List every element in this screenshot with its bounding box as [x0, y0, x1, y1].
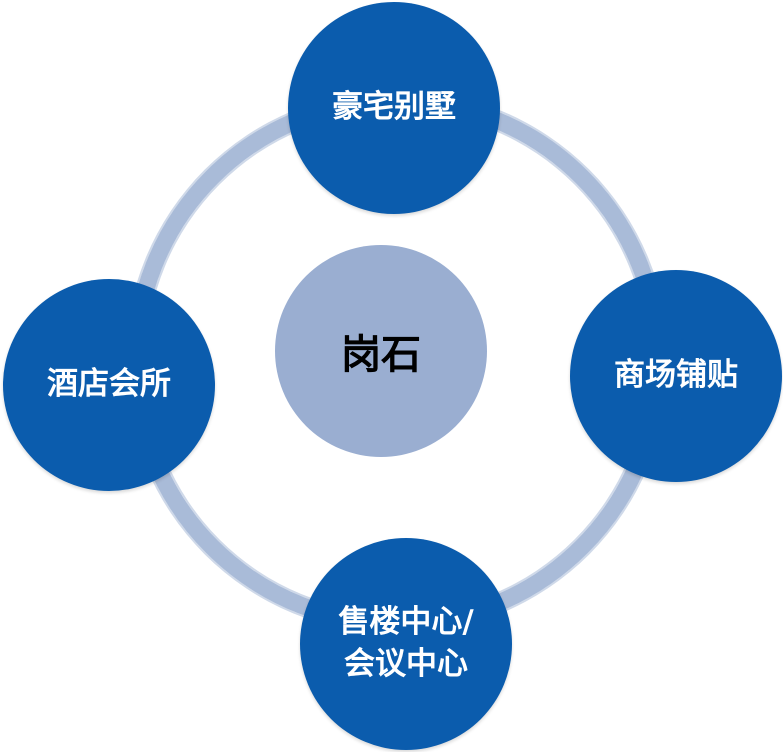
center-node: 岗石 — [275, 245, 487, 457]
node-sales-center-label-line1: 售楼中心/ — [338, 604, 474, 641]
node-luxury-villa: 豪宅别墅 — [288, 2, 500, 214]
node-sales-center-label-line2: 会议中心 — [343, 646, 468, 682]
node-mall-paving: 商场铺贴 — [570, 270, 782, 482]
node-luxury-villa-label: 豪宅别墅 — [332, 89, 456, 126]
node-mall-paving-label: 商场铺贴 — [614, 357, 738, 394]
node-hotel-club-label: 酒店会所 — [47, 366, 171, 403]
node-sales-center: 售楼中心/ 会议中心 — [300, 538, 512, 750]
center-node-label: 岗石 — [341, 332, 421, 378]
node-hotel-club: 酒店会所 — [3, 279, 215, 491]
